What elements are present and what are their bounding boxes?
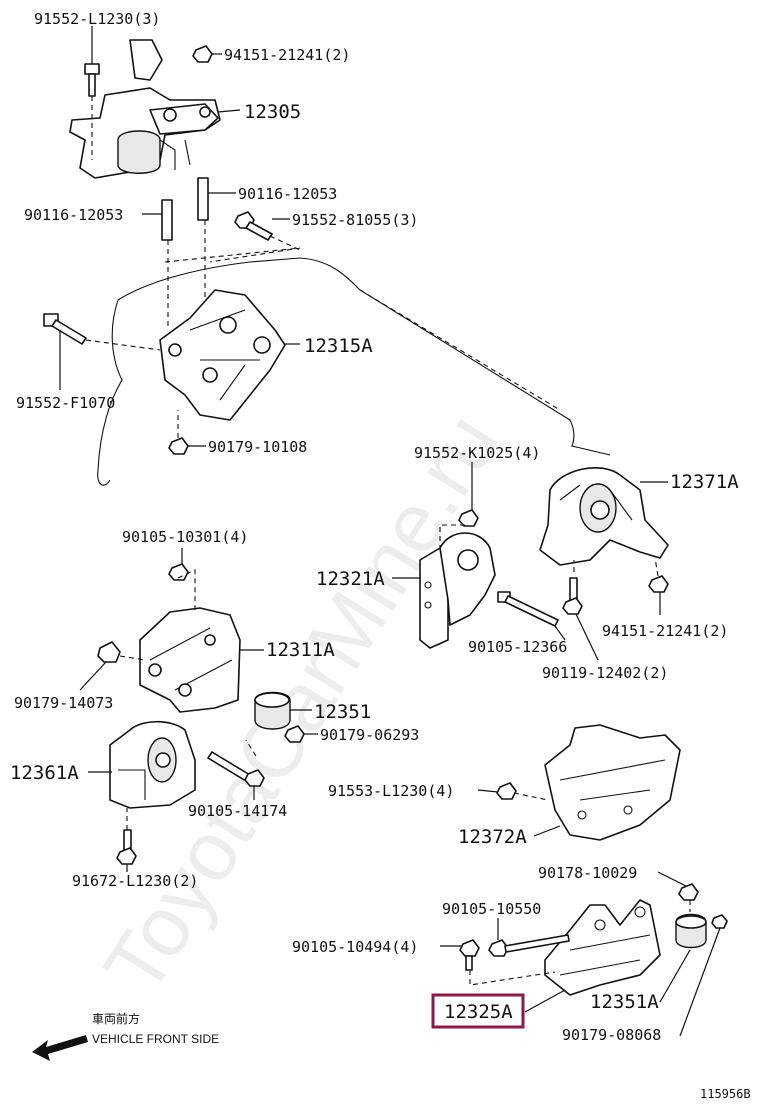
nut-90179-14073[interactable] <box>97 641 121 663</box>
label-12351[interactable]: 12351 <box>314 701 371 723</box>
label-94151-21241-mid[interactable]: 94151-21241(2) <box>602 622 728 640</box>
label-91672-L1230[interactable]: 91672-L1230(2) <box>72 872 198 890</box>
stud-90116-12053-b[interactable] <box>197 177 209 221</box>
label-12305[interactable]: 12305 <box>244 101 301 123</box>
bolt-90105-14174[interactable] <box>207 751 265 787</box>
stopper-12351[interactable] <box>254 691 291 730</box>
engine-mount-insulator-12372A[interactable] <box>544 724 681 841</box>
leader-lines <box>59 26 721 1037</box>
label-12371A[interactable]: 12371A <box>670 471 739 493</box>
label-90179-14073[interactable]: 90179-14073 <box>14 694 113 712</box>
bolt-91552-L1230[interactable] <box>84 63 100 97</box>
bolt-90105-12366[interactable] <box>497 591 559 627</box>
label-90179-10108[interactable]: 90179-10108 <box>208 438 307 456</box>
nut-90179-06293[interactable] <box>284 725 305 743</box>
engine-mount-bracket-12325A[interactable] <box>544 899 661 996</box>
part-labels: 91552-L1230(3) 94151-21241(2) 12305 9011… <box>10 10 739 1044</box>
label-90178-10029[interactable]: 90178-10029 <box>538 864 637 882</box>
label-91553-L1230[interactable]: 91553-L1230(4) <box>328 782 454 800</box>
label-12311A[interactable]: 12311A <box>266 639 335 661</box>
bolt-91553-L1230[interactable] <box>496 782 517 800</box>
label-90116-12053-a[interactable]: 90116-12053 <box>24 206 123 224</box>
label-12315A[interactable]: 12315A <box>304 335 373 357</box>
label-91552-81055[interactable]: 91552-81055(3) <box>292 211 418 229</box>
engine-mount-insulator-12371A[interactable] <box>539 467 669 566</box>
engine-mount-bracket-12311A[interactable] <box>139 607 241 713</box>
engine-mount-bracket-12305[interactable] <box>69 39 221 179</box>
label-90105-14174[interactable]: 90105-14174 <box>188 802 287 820</box>
label-12321A[interactable]: 12321A <box>316 568 385 590</box>
figure-id: 115956B <box>700 1087 751 1101</box>
stopper-12351A[interactable] <box>675 913 707 949</box>
label-90105-10550[interactable]: 90105-10550 <box>442 900 541 918</box>
nut-90178-10029[interactable] <box>678 883 699 901</box>
label-12372A[interactable]: 12372A <box>458 826 527 848</box>
vehicle-front-indicator: 車両前方 VEHICLE FRONT SIDE <box>32 1011 219 1061</box>
engine-outline <box>97 247 611 486</box>
engine-mount-insulator-12361A[interactable] <box>109 720 196 809</box>
nut-90179-10108[interactable] <box>168 437 189 455</box>
nut-94151-21241-top[interactable] <box>192 45 213 63</box>
label-90119-12402[interactable]: 90119-12402(2) <box>542 664 668 682</box>
label-91552-K1025[interactable]: 91552-K1025(4) <box>414 444 540 462</box>
assembly-lines <box>85 96 691 986</box>
label-90105-10301[interactable]: 90105-10301(4) <box>122 528 248 546</box>
front-arrow-icon <box>32 1035 88 1061</box>
bolt-91672-L1230[interactable] <box>116 829 137 865</box>
highlight-box-12325A <box>431 993 525 1029</box>
bolt-90105-10550[interactable] <box>488 934 570 957</box>
stud-90116-12053-a[interactable] <box>161 199 173 241</box>
label-91552-L1230[interactable]: 91552-L1230(3) <box>34 10 160 28</box>
bolt-91552-81055[interactable] <box>234 211 273 241</box>
engine-mount-bracket-12315A[interactable] <box>159 289 286 421</box>
label-90105-10494[interactable]: 90105-10494(4) <box>292 938 418 956</box>
label-12361A[interactable]: 12361A <box>10 762 79 784</box>
front-side-jp: 車両前方 <box>92 1011 140 1026</box>
label-12351A[interactable]: 12351A <box>590 991 659 1013</box>
bolt-91552-F1070[interactable] <box>43 313 87 345</box>
bolt-90105-10494[interactable] <box>459 939 480 971</box>
label-90179-06293[interactable]: 90179-06293 <box>320 726 419 744</box>
bolt-90119-12402[interactable] <box>562 577 583 615</box>
label-94151-21241-top[interactable]: 94151-21241(2) <box>224 46 350 64</box>
label-90179-08068[interactable]: 90179-08068 <box>562 1026 661 1044</box>
label-12325A[interactable]: 12325A <box>444 1001 513 1023</box>
label-90105-12366[interactable]: 90105-12366 <box>468 638 567 656</box>
front-side-en: VEHICLE FRONT SIDE <box>92 1032 219 1046</box>
nut-94151-21241-mid[interactable] <box>648 575 669 593</box>
label-90116-12053-b[interactable]: 90116-12053 <box>238 185 337 203</box>
label-91552-F1070[interactable]: 91552-F1070 <box>16 394 115 412</box>
nut-90179-08068[interactable] <box>711 914 728 929</box>
